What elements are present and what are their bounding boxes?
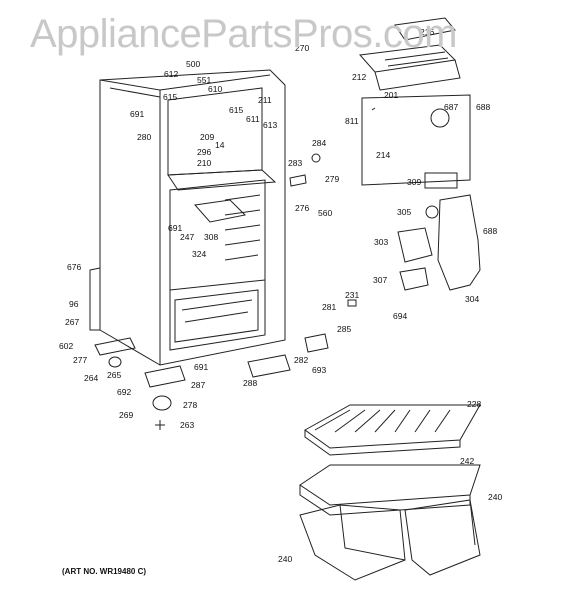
callout-602: 602 [59,341,73,351]
watermark: AppliancePartsPros.com [30,12,457,56]
callout-610: 610 [208,84,222,94]
callout-308: 308 [204,232,218,242]
callout-263: 263 [180,420,194,430]
callout-688b: 688 [483,226,497,236]
callout-305: 305 [397,207,411,217]
callout-307: 307 [373,275,387,285]
callout-691b: 691 [168,223,182,233]
callout-240a: 240 [488,492,502,502]
small-parts [94,153,357,430]
callout-694: 694 [393,311,407,321]
callout-285: 285 [337,324,351,334]
callout-693: 693 [312,365,326,375]
callout-276: 276 [295,203,309,213]
callout-14: 14 [215,140,225,150]
callout-691c: 691 [194,362,208,372]
callout-324: 324 [192,249,206,259]
callout-242: 242 [460,456,474,466]
callout-270: 270 [295,43,309,53]
cabinet [89,69,286,366]
callout-288: 288 [243,378,257,388]
callout-303: 303 [374,237,388,247]
callout-247: 247 [180,232,194,242]
back-panel [361,94,471,186]
callout-216: 216 [420,27,434,37]
callout-280: 280 [137,132,151,142]
callout-labels: 500 612 551 615 610 691 280 209 211 615 … [59,27,502,564]
callout-96: 96 [69,299,79,309]
callout-212: 212 [352,72,366,82]
callout-500: 500 [186,59,200,69]
callout-687: 687 [444,102,458,112]
callout-269: 269 [119,410,133,420]
callout-201: 201 [384,90,398,100]
callout-282: 282 [294,355,308,365]
callout-612: 612 [164,69,178,79]
callout-277: 277 [73,355,87,365]
callout-676: 676 [67,262,81,272]
callout-692: 692 [117,387,131,397]
callout-283: 283 [288,158,302,168]
callout-688: 688 [476,102,490,112]
callout-281: 281 [322,302,336,312]
callout-560: 560 [318,208,332,218]
callout-613: 613 [263,120,277,130]
callout-551: 551 [197,75,211,85]
art-number: (ART NO. WR19480 C) [62,567,147,576]
callout-691: 691 [130,109,144,119]
callout-279: 279 [325,174,339,184]
callout-811: 811 [345,116,359,126]
callout-309: 309 [407,177,421,187]
crisper-drawers [299,499,481,581]
callout-267: 267 [65,317,79,327]
air-ducts [397,172,481,291]
callout-214: 214 [376,150,390,160]
callout-284: 284 [312,138,326,148]
callout-228: 228 [467,399,481,409]
callout-211: 211 [258,95,272,105]
callout-278: 278 [183,400,197,410]
callout-615: 615 [163,92,177,102]
shelves [299,404,481,516]
callout-264: 264 [84,373,98,383]
callout-615b: 615 [229,105,243,115]
duct-assembly [358,17,461,91]
callout-611: 611 [246,114,260,124]
callout-296: 296 [197,147,211,157]
callout-265: 265 [107,370,121,380]
callout-304: 304 [465,294,479,304]
callout-209: 209 [200,132,214,142]
callout-210: 210 [197,158,211,168]
callout-231: 231 [345,290,359,300]
callout-287: 287 [191,380,205,390]
callout-240b: 240 [278,554,292,564]
